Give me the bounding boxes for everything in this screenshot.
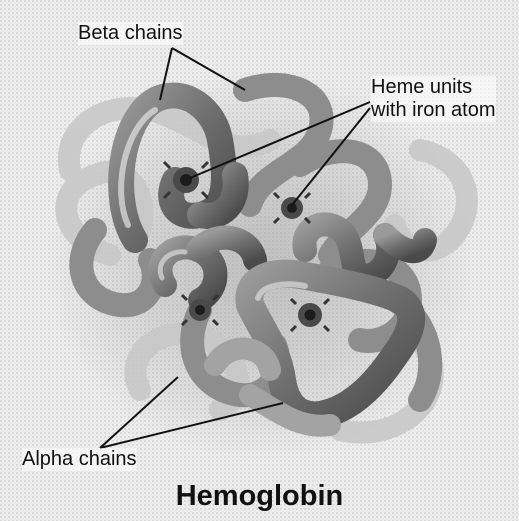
heme-units-label: Heme units with iron atom — [371, 76, 496, 122]
heme-units-label-line2: with iron atom — [371, 99, 496, 122]
alpha-chains-label: Alpha chains — [22, 448, 137, 471]
beta-chains-label: Beta chains — [78, 22, 183, 45]
heme-units-label-line1: Heme units — [371, 76, 496, 99]
figure-title: Hemoglobin — [0, 480, 519, 513]
